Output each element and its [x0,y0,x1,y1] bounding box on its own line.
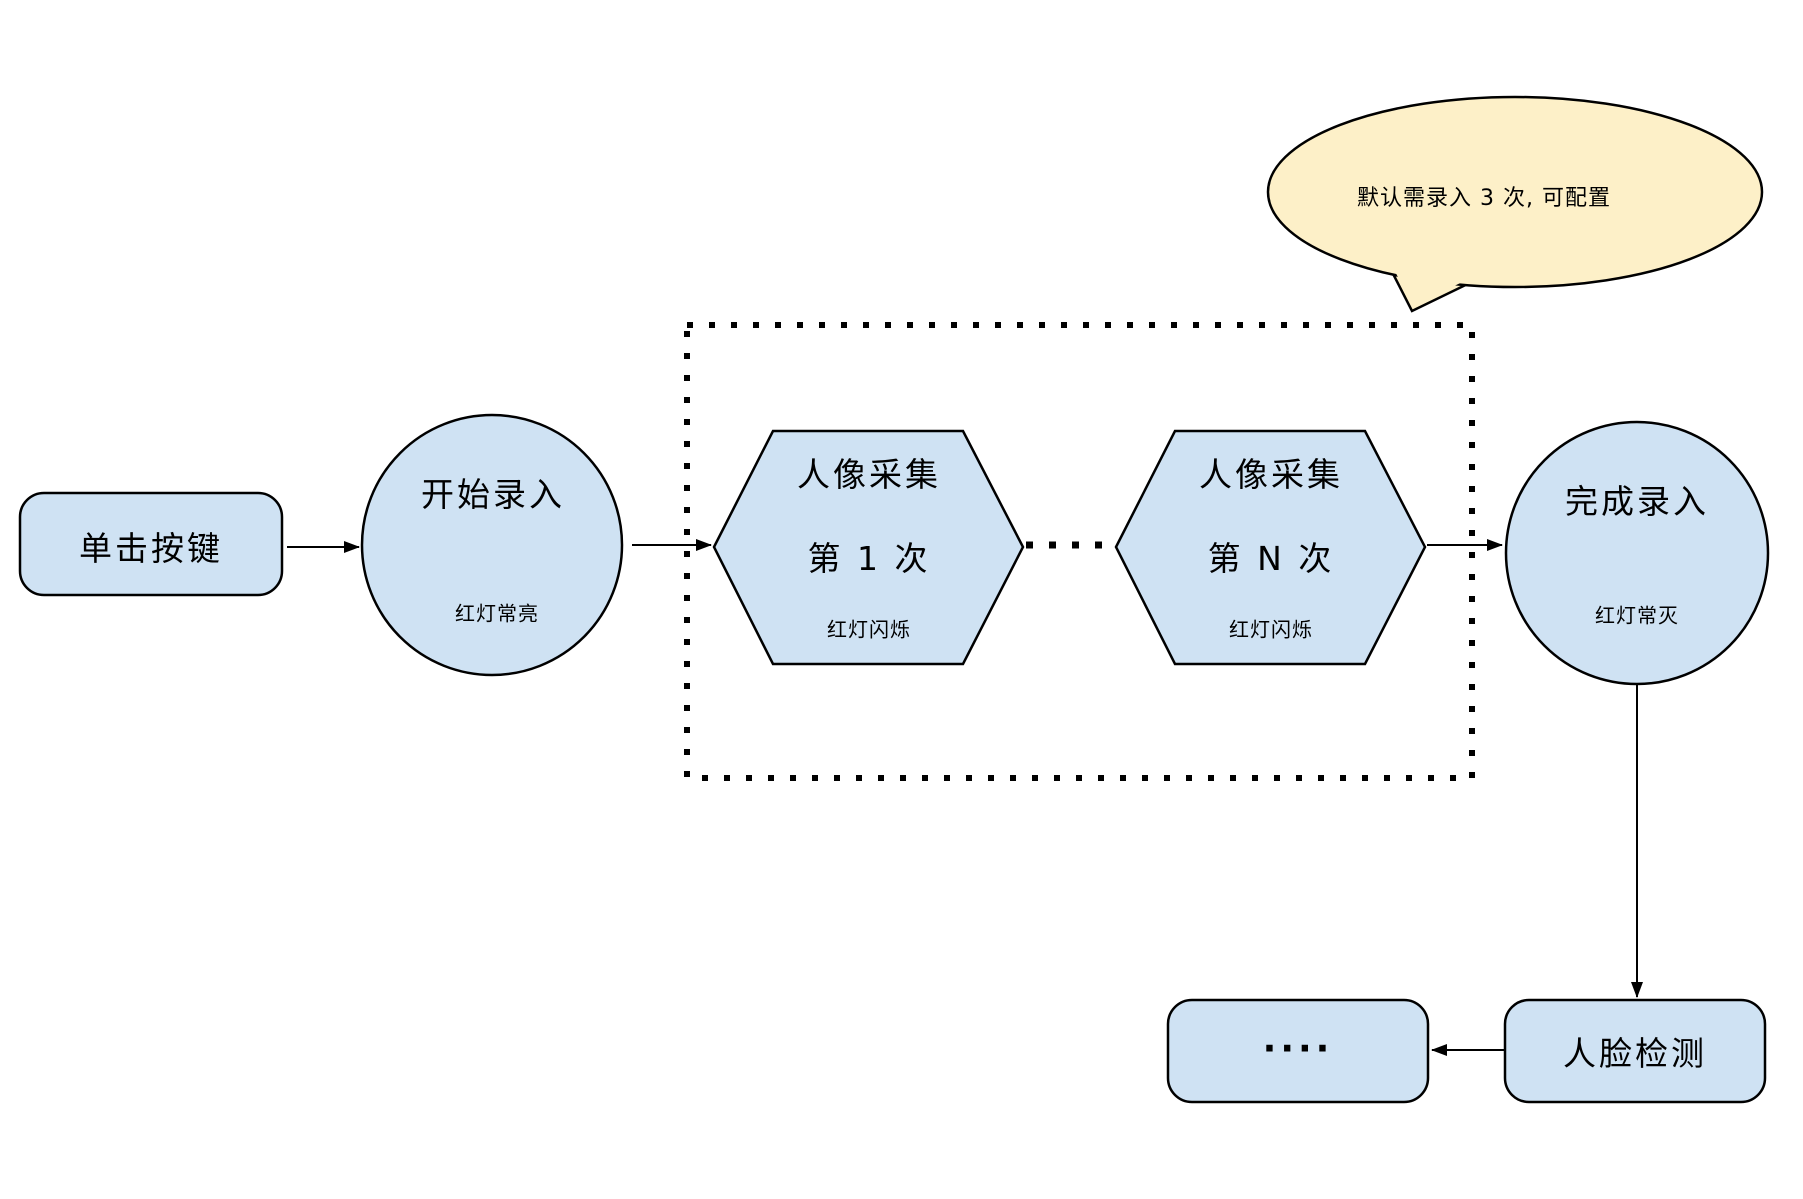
finish-label: 完成录入 [1565,482,1709,521]
face-detect-node-shape [1503,998,1767,1104]
capture-1-title: 人像采集 [797,455,941,494]
start-status-label: 红灯常亮 [455,601,539,626]
capture-1-node-shape [712,429,1025,666]
start-label: 开始录入 [421,475,565,514]
finish-status-label: 红灯常灭 [1595,603,1679,628]
click-button-label: 单击按键 [79,529,223,568]
start-node-shape [360,413,624,677]
capture-1-status-label: 红灯闪烁 [827,617,911,642]
callout-bubble [1266,95,1764,289]
face-detect-label: 人脸检测 [1563,1034,1707,1073]
callout-text: 默认需录入 3 次, 可配置 [1357,186,1611,211]
capture-n-status-label: 红灯闪烁 [1229,617,1313,642]
more-label: .... [1262,1019,1334,1061]
capture-n-subtitle: 第 N 次 [1207,539,1335,578]
callout-tail-patch [1390,261,1473,306]
capture-n-node-shape [1114,429,1427,666]
repeat-group-border [684,322,1475,781]
capture-n-title: 人像采集 [1199,455,1343,494]
finish-node-shape [1504,420,1770,686]
click-button-node-shape [18,491,284,597]
more-node-shape [1166,998,1430,1104]
capture-1-subtitle: 第 1 次 [807,539,931,578]
